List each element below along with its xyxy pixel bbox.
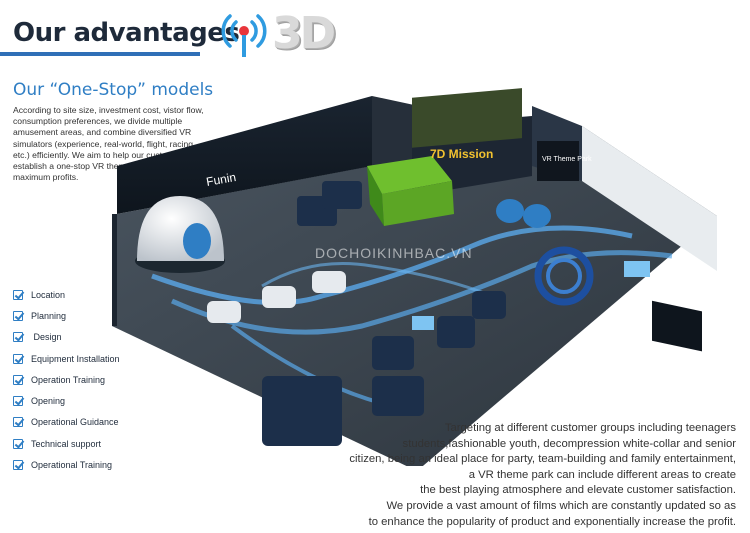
step-item: Planning — [13, 305, 120, 326]
mission-sign: 7D Mission — [430, 147, 493, 161]
vr-seats — [207, 271, 346, 323]
page-title: Our advantages — [13, 18, 240, 48]
theme-park-sign: VR Theme Park — [542, 156, 592, 163]
step-label: Operational Guidance — [31, 417, 119, 428]
step-item: Operation Training — [13, 369, 120, 390]
funin-sign-right: Funin — [662, 103, 684, 121]
checkbox-icon — [13, 460, 23, 471]
checkbox-icon — [13, 332, 23, 343]
step-item: Operational Training — [13, 454, 120, 475]
step-label: Design — [31, 332, 62, 343]
checkbox-icon — [13, 438, 23, 449]
step-label: Location — [31, 289, 66, 300]
checkbox-icon — [13, 353, 23, 364]
signal-icon — [221, 14, 267, 57]
step-label: Equipment Installation — [31, 353, 120, 364]
section-subtitle: Our “One-Stop” models — [13, 80, 214, 100]
step-label: Opening — [31, 396, 66, 407]
bottom-description: Targeting at different customer groups i… — [349, 422, 736, 528]
vr-park-illustration: Funin 7D Mission VR Theme Park Funin — [112, 88, 717, 466]
checkbox-icon — [13, 374, 23, 385]
step-item: Design — [13, 327, 120, 348]
step-item: Equipment Installation — [13, 348, 120, 369]
header: Our advantages — [0, 8, 240, 56]
funin-sign-left: Funin — [205, 170, 237, 189]
service-steps-list: Location Planning Design Equipment Insta… — [13, 284, 120, 476]
step-item: Operational Guidance — [13, 412, 120, 433]
step-label: Planning — [31, 310, 67, 321]
brand-logo: 3D — [212, 8, 352, 60]
step-item: Opening — [13, 390, 120, 411]
watermark: DOCHOIKINHBAC.VN — [315, 245, 473, 261]
brand-3d-mark: 3D — [272, 8, 336, 59]
step-label: Technical support — [31, 438, 102, 449]
checkbox-icon — [13, 289, 23, 300]
step-item: Location — [13, 284, 120, 305]
step-label: Operation Training — [31, 374, 106, 385]
step-label: Operational Training — [31, 460, 113, 471]
checkbox-icon — [13, 417, 23, 428]
checkbox-icon — [13, 396, 23, 407]
title-underline — [0, 52, 200, 56]
step-item: Technical support — [13, 433, 120, 454]
checkbox-icon — [13, 310, 23, 321]
